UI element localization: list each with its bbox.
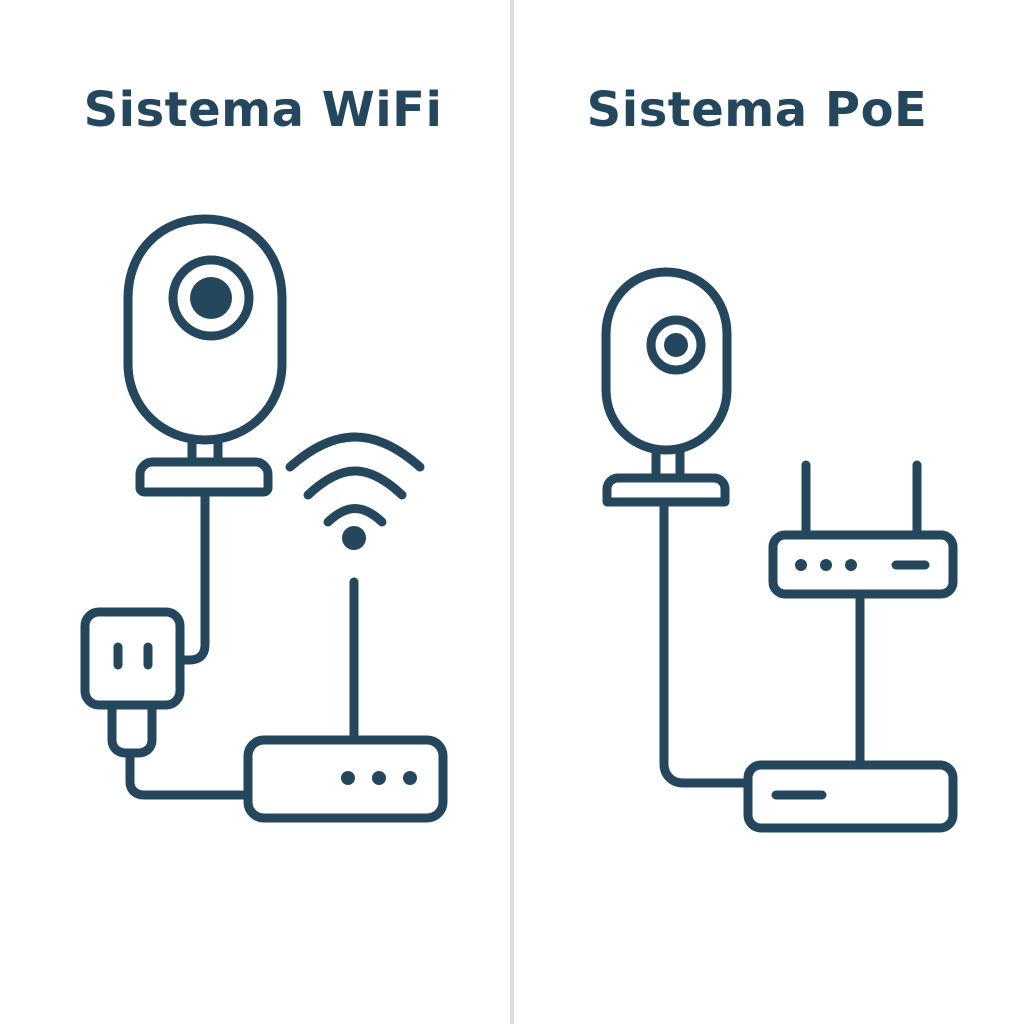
wifi-signal-icon [285, 432, 425, 550]
panel-divider [510, 0, 514, 1024]
poe-router-icon [768, 460, 958, 770]
poe-panel-title: Sistema PoE [586, 82, 928, 138]
wifi-router-icon [243, 577, 448, 823]
wifi-panel: Sistema WiFi [0, 0, 510, 1024]
wifi-camera-cable [175, 487, 210, 665]
poe-panel: Sistema PoE [514, 0, 1024, 1024]
poe-switch-icon [743, 760, 958, 833]
wifi-power-cable [125, 748, 251, 800]
poe-camera-cable [659, 497, 753, 788]
power-plug-icon [80, 607, 185, 758]
poe-camera-icon [601, 267, 732, 507]
wifi-panel-title: Sistema WiFi [83, 82, 443, 138]
wifi-camera-icon [123, 214, 287, 497]
